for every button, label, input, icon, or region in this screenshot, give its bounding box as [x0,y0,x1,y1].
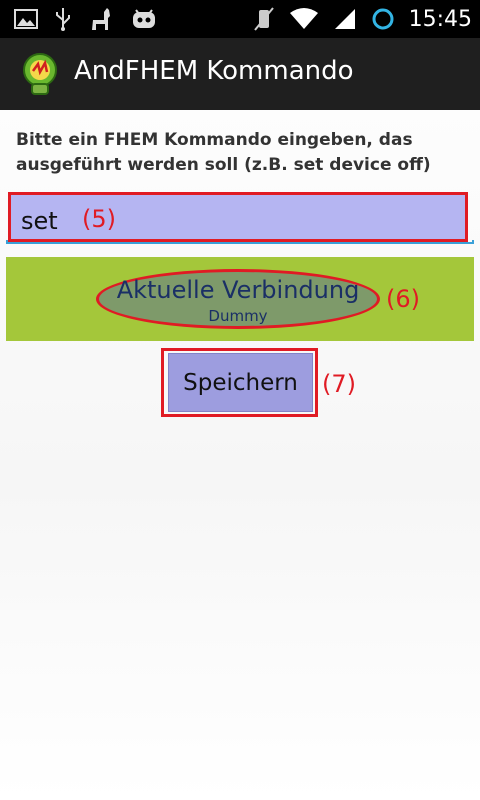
instruction-text: Bitte ein FHEM Kommando eingeben, das au… [16,130,431,175]
command-input[interactable] [11,195,465,239]
clock: 15:45 [408,6,472,32]
image-icon [14,9,38,29]
signal-icon [334,9,355,29]
connection-title: Aktuelle Verbindung [116,276,360,304]
battery-icon [372,8,394,30]
save-highlight [161,348,318,417]
android-icon [133,9,155,28]
lightbulb-icon [23,53,57,95]
llama-icon [92,8,110,30]
input-underline [6,240,474,244]
annotation-label-7: (7) [322,370,356,398]
app-title: AndFHEM Kommando [74,56,354,86]
usb-icon [56,8,70,31]
connection-highlight [96,269,380,329]
action-bar: AndFHEM Kommando [0,38,480,110]
annotation-label-5: (5) [82,205,116,233]
command-input-container [8,192,468,242]
annotation-label-6: (6) [386,285,420,313]
save-button[interactable]: Speichern [168,353,313,412]
mute-icon [253,7,274,31]
system-icons: 15:45 [253,0,472,38]
status-bar: 15:45 [0,0,480,38]
connection-subtitle: Dummy [208,307,268,325]
notification-icons [14,6,158,32]
wifi-icon [289,8,318,29]
